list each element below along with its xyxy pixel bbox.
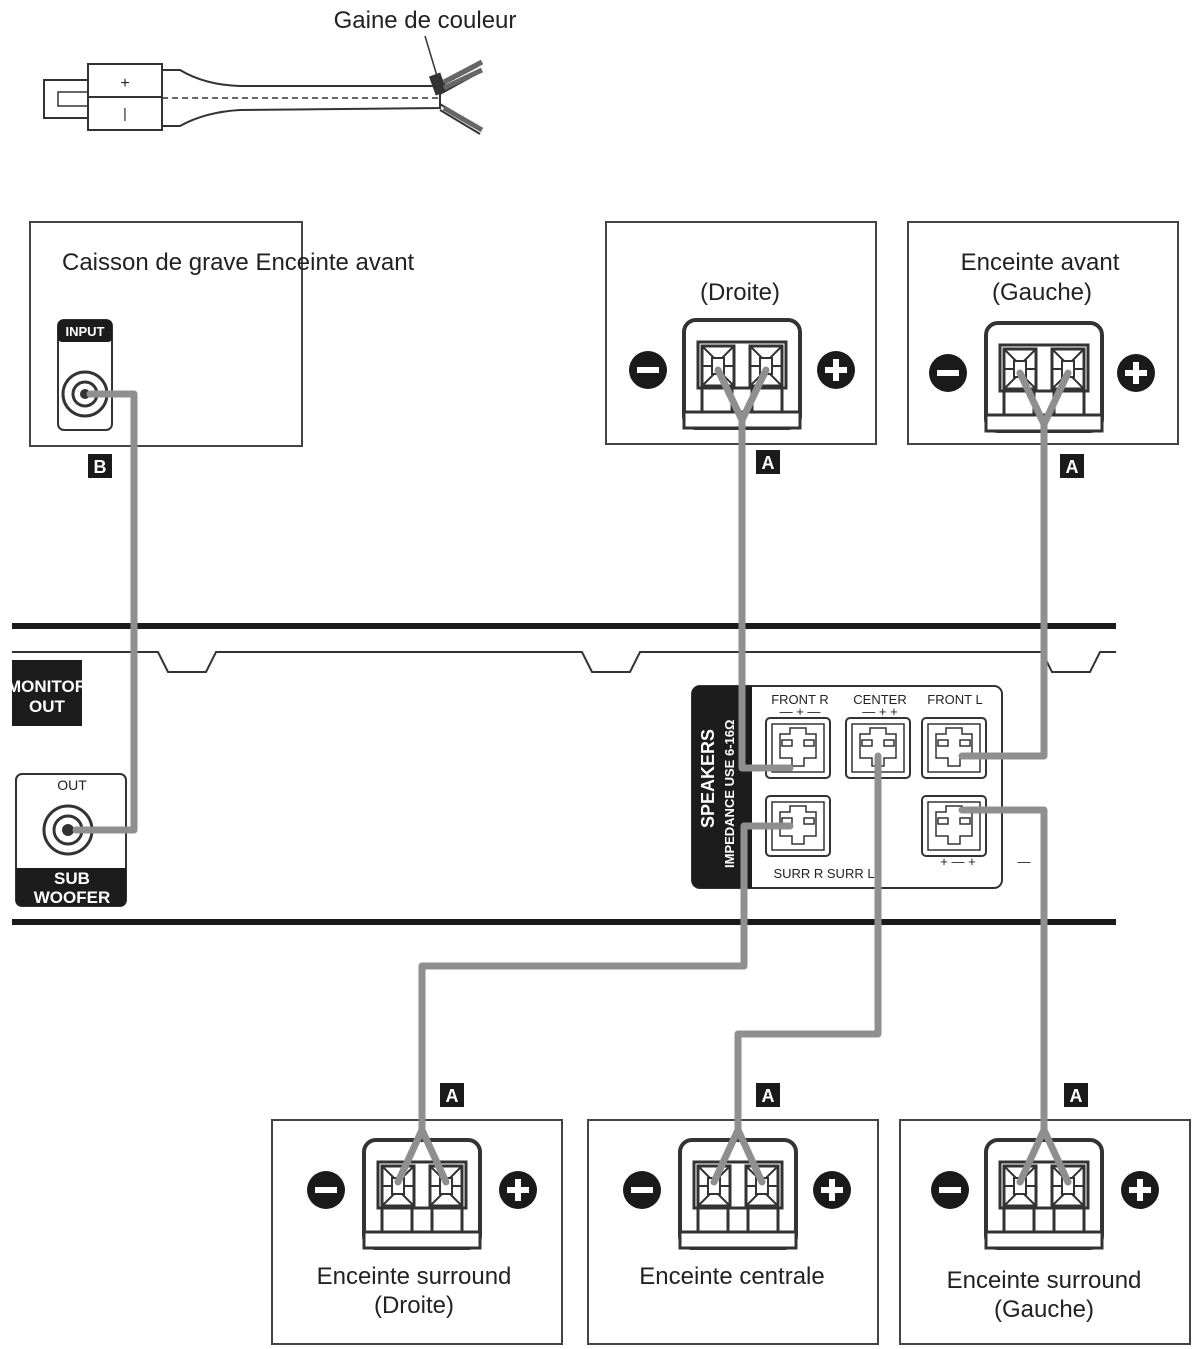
surr-labels: SURR R SURR L [773,866,874,881]
front-r-polarity: — + — [780,704,821,719]
plus-icon [499,1171,537,1209]
center-polarity: — + + [862,704,897,719]
surround-right-title-1: Enceinte surround [317,1263,512,1290]
impedance-label: IMPEDANCE USE 6-16Ω [722,720,737,868]
speaker-wires [72,366,1072,1186]
plus-icon [817,351,855,389]
surr-polarity: + — + [940,854,975,869]
svg-text:A: A [762,453,775,473]
tag-b: B [88,454,112,478]
monitor-out-label-1: MONITOR [7,677,87,696]
tag-a-surround-left: A [1064,1083,1088,1107]
minus-icon [929,354,967,392]
receiver-panel: MONITOR OUT OUT SUB WOOFER SPEAKERS IMPE… [7,623,1116,925]
minus-icon [307,1171,345,1209]
wire-center [710,752,882,1186]
front-right-speaker-box: (Droite) [605,221,877,445]
wire-subwoofer [72,390,138,834]
minus-icon [629,351,667,389]
minus-icon [623,1171,661,1209]
tag-a-front-left: A [1060,454,1084,478]
svg-text:A: A [1070,1086,1083,1106]
front-l-label: FRONT L [927,692,982,707]
speakers-label: SPEAKERS [698,729,718,828]
wire-surround-right [394,822,794,1186]
input-label: INPUT [66,324,105,339]
cable-sheath-label: Gaine de couleur [334,7,517,34]
subwoofer-title: Caisson de grave Enceinte avant [62,249,415,276]
monitor-out-label-2: OUT [29,697,66,716]
front-l-terminal[interactable] [921,717,987,779]
sub-label-2: WOOFER [34,888,111,907]
surround-right-title-2: (Droite) [374,1292,454,1319]
cable-plus-mark: + [120,75,129,92]
center-label: CENTER [853,692,906,707]
svg-text:A: A [762,1086,775,1106]
front-left-title-2: (Gauche) [992,279,1092,306]
color-sheath [428,72,448,96]
tag-a-surround-right: A [440,1083,464,1107]
monitor-out-badge [12,660,82,726]
cable-illustration: + | Gaine de couleur [43,7,517,135]
svg-text:A: A [1066,457,1079,477]
cable-minus-mark: | [123,105,127,121]
wire-surround-left [958,806,1072,1186]
surr-l-terminal[interactable] [921,795,987,857]
front-r-label: FRONT R [771,692,829,707]
svg-text:B: B [94,457,107,477]
surround-left-title-1: Enceinte surround [947,1267,1142,1294]
tag-a-front-right: A [756,450,780,474]
svg-text:A: A [446,1086,459,1106]
front-right-title: (Droite) [700,279,780,306]
plus-icon [813,1171,851,1209]
front-left-speaker-box: Enceinte avant (Gauche) [907,221,1179,445]
tag-a-center: A [756,1083,780,1107]
plus-icon [1117,354,1155,392]
surround-left-speaker-box: Enceinte surround (Gauche) [899,1119,1191,1345]
center-title: Enceinte centrale [639,1263,824,1290]
center-speaker-box: Enceinte centrale [587,1119,879,1345]
out-label: OUT [57,777,87,793]
sub-label-1: SUB [54,869,90,888]
extra-polarity: — [1018,854,1031,869]
wire-front-left [958,369,1072,760]
wire-front-right [714,366,794,772]
front-left-title-1: Enceinte avant [961,249,1120,276]
subwoofer-box: Caisson de grave Enceinte avant INPUT [29,221,415,447]
surround-left-title-2: (Gauche) [994,1296,1094,1323]
plus-icon [1121,1171,1159,1209]
minus-icon [931,1171,969,1209]
surround-right-speaker-box: Enceinte surround (Droite) [271,1119,563,1345]
